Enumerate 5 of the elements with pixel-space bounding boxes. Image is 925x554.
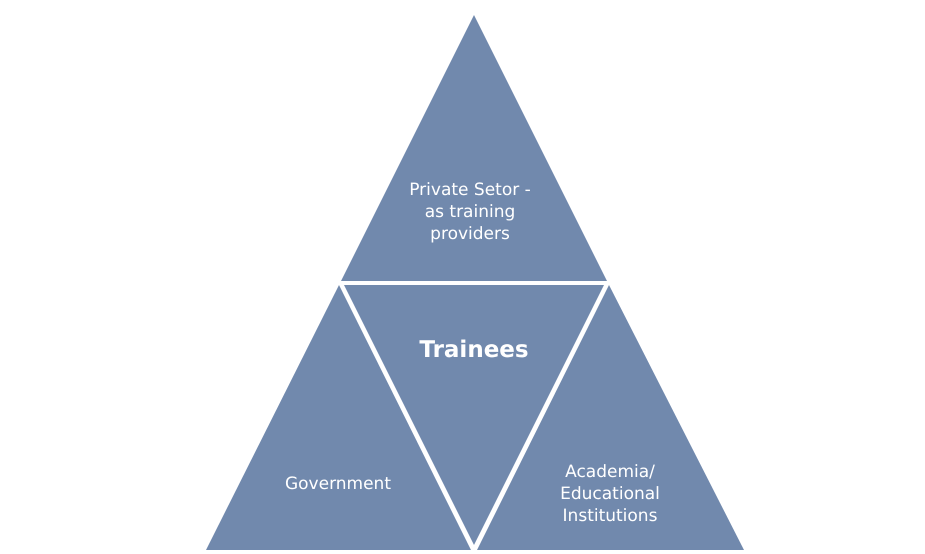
segment-label: Private Setor -as training providers [408, 179, 532, 245]
segment-label: Academia/ Educational Institutions [559, 461, 661, 527]
segment-label: Trainees [418, 339, 530, 361]
segment-label: Government [284, 473, 392, 495]
triangle-segment [341, 15, 607, 281]
